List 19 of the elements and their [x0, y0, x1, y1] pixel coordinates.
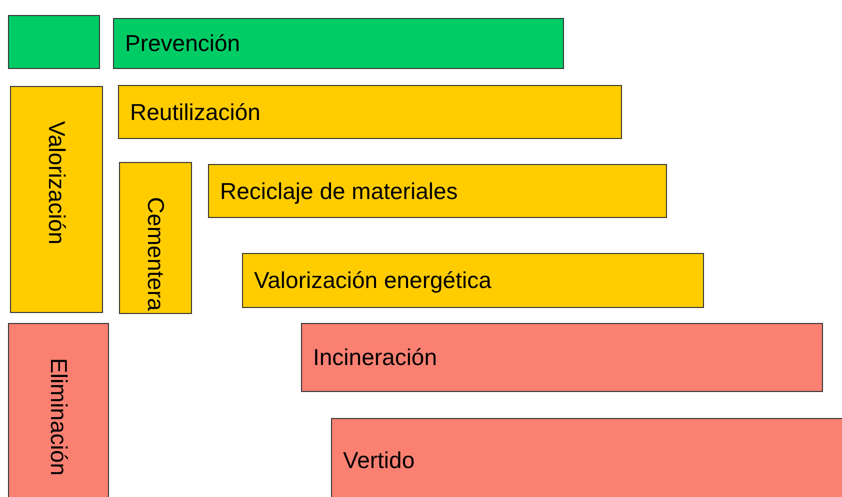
bar-label: Valorización energética — [254, 267, 492, 294]
bar-label: Vertido — [343, 447, 415, 474]
bar-label: Reutilización — [130, 98, 260, 126]
category-band — [10, 86, 103, 313]
band-label: Cementera — [142, 197, 169, 311]
hierarchy-bar — [118, 85, 622, 139]
bar-label: Reciclaje de materiales — [220, 178, 458, 204]
hierarchy-bar — [331, 418, 842, 497]
empty-box — [8, 15, 100, 69]
bar-label: Prevención — [125, 30, 240, 57]
category-band — [8, 323, 109, 497]
hierarchy-bar — [208, 164, 667, 218]
hierarchy-bar — [242, 253, 704, 308]
bar-label: Incineración — [313, 344, 438, 371]
category-band — [119, 162, 192, 314]
band-label: Eliminación — [45, 358, 72, 476]
band-label: Valorización — [43, 121, 70, 245]
hierarchy-bar — [113, 18, 564, 69]
hierarchy-bar — [301, 323, 823, 392]
